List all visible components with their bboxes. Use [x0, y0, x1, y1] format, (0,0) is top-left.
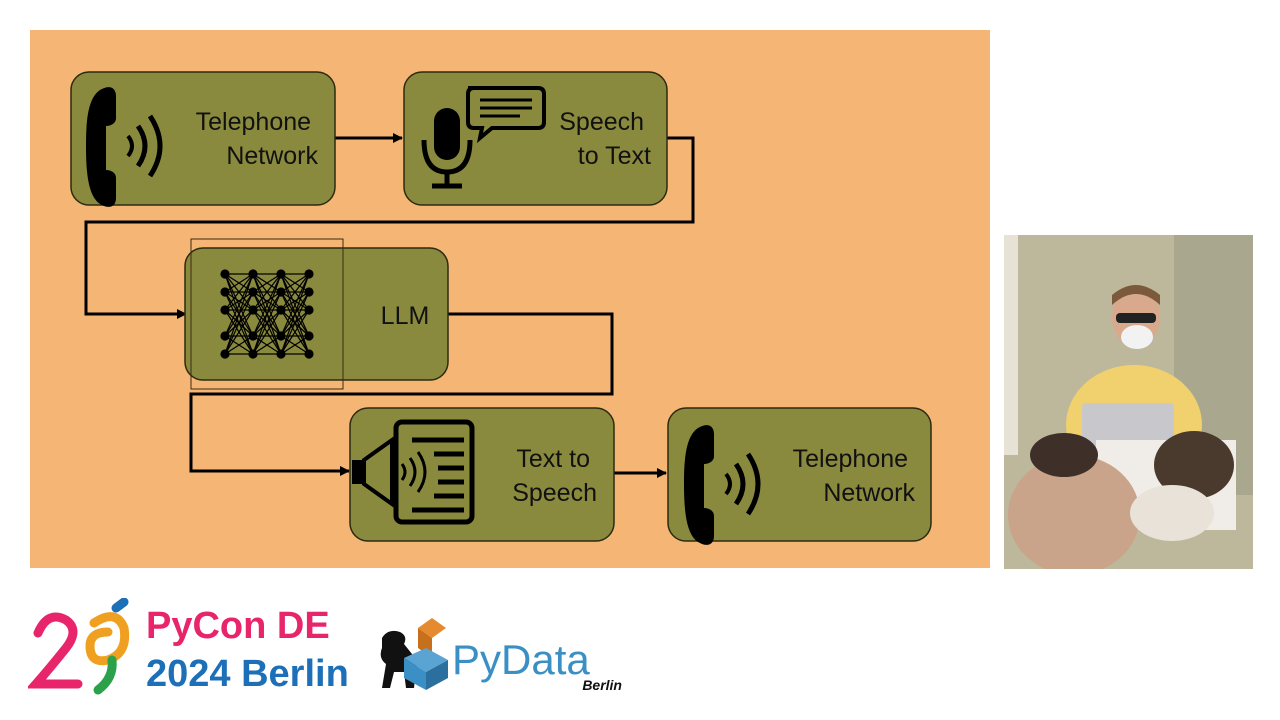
- presentation-slide: Telephone Network Speech to Text: [30, 30, 990, 568]
- svg-text:LLM: LLM: [381, 302, 430, 330]
- edge-llm-to-tts: [189, 312, 614, 476]
- nn-node: [248, 331, 258, 341]
- node-text-to-speech: Text to Speech: [349, 407, 615, 542]
- svg-text:Telephone Network: Telephone Network: [793, 445, 916, 507]
- nn-connection: [280, 291, 310, 355]
- node-label-line: Telephone: [793, 445, 908, 473]
- nn-node: [248, 269, 258, 279]
- nn-node: [276, 287, 286, 297]
- nn-connection: [224, 291, 254, 355]
- nn-connection: [280, 273, 310, 311]
- edge-stt-to-llm: [84, 136, 695, 319]
- pydata-city: Berlin: [582, 677, 622, 693]
- node-label-line: Network: [226, 142, 318, 170]
- nn-node: [220, 269, 230, 279]
- nn-connection: [252, 291, 282, 311]
- nn-connection: [224, 335, 254, 355]
- nn-node: [220, 331, 230, 341]
- nn-connection: [252, 335, 282, 355]
- node-label-line: to Text: [578, 142, 651, 170]
- pydata-title: PyData: [452, 636, 590, 683]
- connectors: [84, 133, 695, 478]
- nn-connection: [224, 273, 254, 311]
- nn-connection: [252, 273, 282, 311]
- node-box: [70, 71, 336, 206]
- nn-node: [276, 349, 286, 359]
- speaker-video-feed: [1004, 235, 1253, 569]
- nn-connection: [280, 273, 310, 355]
- microphone-speech-bubble-icon: [421, 86, 546, 189]
- node-label-line: Network: [823, 479, 915, 507]
- node-label-line: LLM: [381, 302, 430, 330]
- nn-node: [276, 305, 286, 315]
- svg-text:Speech to Text: Speech to Text: [559, 108, 651, 170]
- nn-connection: [252, 273, 282, 355]
- nn-connection: [280, 291, 310, 311]
- svg-text:Text to Speech: Text to Speech: [512, 445, 597, 507]
- telephone-sound-icon: [86, 87, 163, 207]
- neural-network-icon: [220, 269, 314, 359]
- pycon-title: PyCon DE: [146, 605, 330, 647]
- nn-node: [276, 269, 286, 279]
- nn-connection: [252, 309, 282, 355]
- node-telephone-network-2: Telephone Network: [667, 407, 932, 545]
- nn-connection: [224, 273, 254, 355]
- nn-node: [304, 349, 314, 359]
- pydata-cube-logo: [404, 618, 448, 690]
- node-telephone-network-1: Telephone Network: [70, 71, 336, 207]
- nn-node: [220, 349, 230, 359]
- nn-connection: [224, 309, 254, 355]
- nn-node: [304, 331, 314, 341]
- nn-node: [248, 305, 258, 315]
- nn-node: [248, 287, 258, 297]
- pipeline-diagram: Telephone Network Speech to Text: [70, 71, 932, 545]
- nn-connection: [252, 291, 282, 355]
- nn-connection: [224, 273, 254, 293]
- node-llm: LLM: [184, 238, 449, 390]
- selection-outline: [190, 238, 344, 390]
- nn-connection: [252, 273, 282, 293]
- nn-connection: [252, 273, 282, 337]
- node-label-line: Speech: [559, 108, 644, 136]
- speaker-document-icon: [352, 419, 475, 525]
- nn-connection: [224, 273, 254, 337]
- nn-connection: [224, 291, 254, 311]
- pycon-year-city: 2024 Berlin: [146, 653, 349, 695]
- telephone-sound-icon: [684, 425, 761, 545]
- node-label-line: Text to: [516, 445, 590, 473]
- nn-node: [304, 269, 314, 279]
- conference-logos: PyCon DE 2024 Berlin PyData Berlin: [26, 597, 648, 698]
- nn-connection: [280, 273, 310, 337]
- pycon-snake-logo: [26, 597, 130, 695]
- nn-node: [276, 331, 286, 341]
- nn-node: [220, 305, 230, 315]
- nn-connection: [280, 273, 310, 293]
- node-label-line: Telephone: [196, 108, 311, 136]
- nn-connection: [280, 335, 310, 355]
- nn-node: [304, 305, 314, 315]
- svg-text:Telephone Network: Telephone Network: [196, 108, 319, 170]
- nn-node: [248, 349, 258, 359]
- nn-connection: [280, 309, 310, 355]
- node-label-line: Speech: [512, 479, 597, 507]
- node-box: [667, 407, 932, 542]
- node-speech-to-text: Speech to Text: [403, 71, 668, 206]
- nn-node: [220, 287, 230, 297]
- nn-node: [304, 287, 314, 297]
